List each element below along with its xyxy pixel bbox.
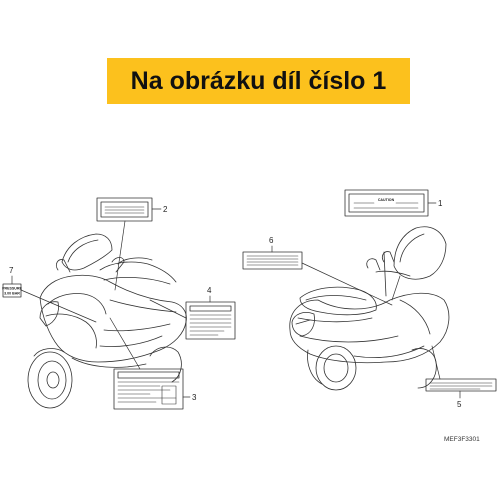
label-1-caution <box>344 189 429 217</box>
label-1-text: CAUTION <box>378 198 395 202</box>
label-3 <box>113 368 184 410</box>
label-6 <box>242 251 303 270</box>
label-5 <box>425 378 497 392</box>
callout-5: 5 <box>457 400 462 409</box>
diagram-code: MEF3F3301 <box>444 436 480 443</box>
label-4 <box>185 301 236 340</box>
part-number-banner: Na obrázku díl číslo 1 <box>107 58 410 104</box>
callout-4: 4 <box>207 286 212 295</box>
label-7-line-1: PRESSURE <box>2 287 22 291</box>
callout-7: 7 <box>9 266 14 275</box>
callout-1: 1 <box>438 199 443 208</box>
callout-6: 6 <box>269 236 274 245</box>
leader-lines <box>11 202 461 399</box>
label-7-line-2: 3.00 BAR <box>4 292 20 296</box>
scooter-rear-view <box>289 226 450 391</box>
callout-2: 2 <box>163 205 168 214</box>
label-2 <box>96 197 153 222</box>
callout-3: 3 <box>192 393 197 402</box>
